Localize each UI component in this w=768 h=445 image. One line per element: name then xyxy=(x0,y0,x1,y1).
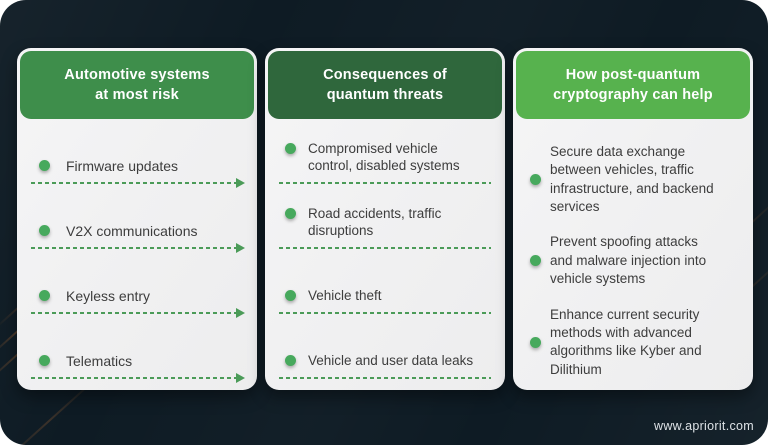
card-pqc-help: How post-quantum cryptography can help S… xyxy=(513,48,753,390)
website-link[interactable]: www.apriorit.com xyxy=(654,419,754,433)
bullet-icon xyxy=(285,290,296,302)
dashed-divider xyxy=(279,182,491,184)
list-item-label: Enhance current security methods with ad… xyxy=(550,306,702,377)
dashed-divider xyxy=(279,377,491,379)
bullet-icon xyxy=(285,207,296,219)
card-consequences: Consequences of quantum threats Compromi… xyxy=(265,48,505,390)
list-item: Compromised vehicle control, disabled sy… xyxy=(279,119,491,184)
list-item: Secure data exchange between vehicles, t… xyxy=(527,143,743,216)
list-item-label: Prevent spoofing attacks and malware inj… xyxy=(550,234,707,287)
list-item-label: Keyless entry xyxy=(66,287,151,304)
bullet-icon xyxy=(530,336,541,348)
bullet-icon xyxy=(530,174,541,186)
bullet-icon xyxy=(39,159,50,171)
list-item-label: Vehicle theft xyxy=(308,288,382,304)
dashed-arrow xyxy=(31,243,245,253)
list-item: Prevent spoofing attacks and malware inj… xyxy=(527,233,743,288)
dashed-arrow xyxy=(31,373,245,383)
list-item-label: Telematics xyxy=(66,352,133,369)
bullet-icon xyxy=(530,255,541,267)
card-systems-at-risk-header: Automotive systems at most risk xyxy=(20,51,254,119)
list-item-label: Road accidents, traffic disruptions xyxy=(308,205,442,239)
list-item: Vehicle theft xyxy=(279,249,491,314)
list-item: Firmware updates xyxy=(31,119,245,188)
bullet-icon xyxy=(285,355,296,367)
list-item: Enhance current security methods with ad… xyxy=(527,306,743,379)
card-pqc-help-header: How post-quantum cryptography can help xyxy=(516,51,750,119)
dashed-arrow xyxy=(31,308,245,318)
list-item-label: V2X communications xyxy=(66,222,198,239)
list-item-label: Compromised vehicle control, disabled sy… xyxy=(308,140,460,174)
bullet-icon xyxy=(39,289,50,301)
bullet-icon xyxy=(285,142,296,154)
list-item-label: Vehicle and user data leaks xyxy=(308,353,474,369)
list-item: V2X communications xyxy=(31,184,245,253)
card-consequences-header: Consequences of quantum threats xyxy=(268,51,502,119)
list-item-label: Firmware updates xyxy=(66,157,179,174)
bullet-icon xyxy=(39,224,50,236)
list-item: Telematics xyxy=(31,314,245,383)
list-item: Vehicle and user data leaks xyxy=(279,314,491,379)
card-consequences-body: Compromised vehicle control, disabled sy… xyxy=(265,119,505,390)
card-systems-at-risk-body: Firmware updates V2X communications Keyl… xyxy=(17,119,257,390)
card-pqc-help-body: Secure data exchange between vehicles, t… xyxy=(513,119,753,390)
dashed-arrow xyxy=(31,178,245,188)
list-item-label: Secure data exchange between vehicles, t… xyxy=(550,144,714,215)
columns-row: Automotive systems at most risk Firmware… xyxy=(17,48,753,390)
list-item: Keyless entry xyxy=(31,249,245,318)
dashed-divider xyxy=(279,312,491,314)
list-item: Road accidents, traffic disruptions xyxy=(279,184,491,249)
dashed-divider xyxy=(279,247,491,249)
card-systems-at-risk: Automotive systems at most risk Firmware… xyxy=(17,48,257,390)
bullet-icon xyxy=(39,354,50,366)
